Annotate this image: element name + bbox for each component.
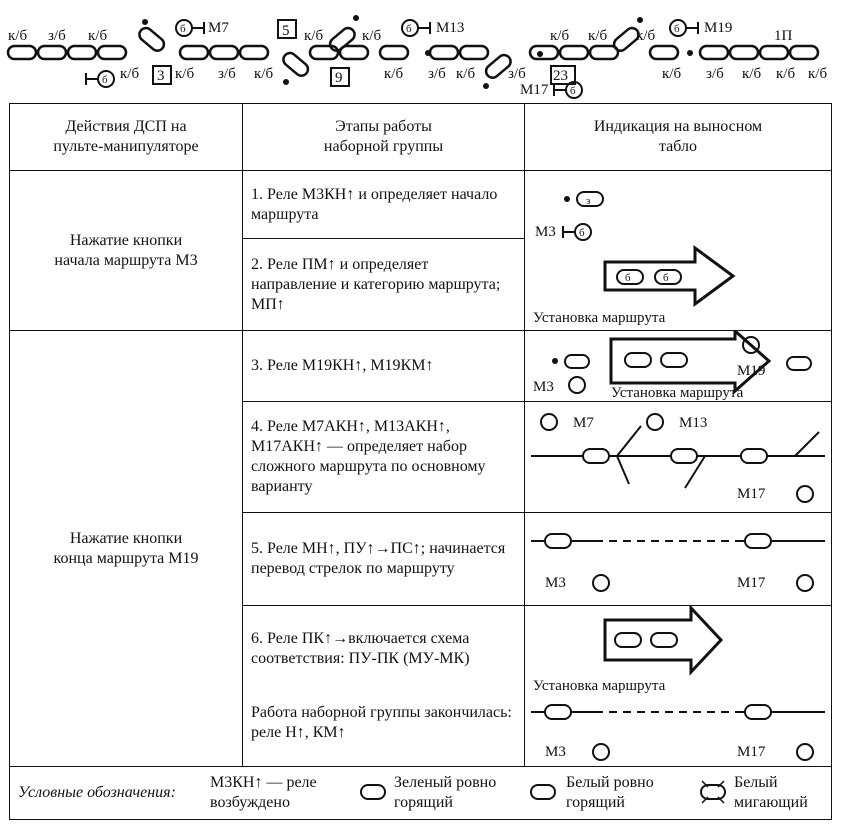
bottom-label: к/б <box>254 66 273 82</box>
header-stages: Этапы работы наборной группы <box>242 103 525 171</box>
bottom-label: з/б <box>508 66 526 82</box>
top-label: к/б <box>88 28 107 44</box>
white-lamp-label: б <box>579 227 585 239</box>
top-label: к/б <box>362 28 381 44</box>
bottom-label: к/б <box>120 66 139 82</box>
green-lamp-label: з <box>586 195 590 207</box>
legend-green-2: горящий <box>394 794 453 811</box>
top-label: з/б <box>48 28 66 44</box>
top-label: к/б <box>636 28 655 44</box>
bottom-label: к/б <box>808 66 827 82</box>
legend-blink-1: Белый <box>734 774 778 791</box>
action-end-text: Нажатие кнопки конца маршрута М19 <box>53 529 199 567</box>
track-scheme: б б б б б к/б з/б к/б М7 5 к/б к/б М13 к/б к… <box>6 15 827 99</box>
legend-green-1: Зеленый ровно <box>394 774 497 791</box>
bottom-label: з/б <box>428 66 446 82</box>
svg-text:б: б <box>674 23 680 35</box>
bottom-label: к/б <box>456 66 475 82</box>
legend-relay-2: возбуждено <box>210 794 290 811</box>
signal-label-m7: М7 <box>573 415 594 431</box>
stage-4: 4. Реле М7АКН↑, М13АКН↑, М17АКН↑ — опред… <box>242 401 525 513</box>
top-label: к/б <box>588 28 607 44</box>
switch-number: 5 <box>282 23 290 39</box>
legend-white-1: Белый ровно <box>566 774 654 791</box>
svg-text:б: б <box>180 23 186 35</box>
bottom-label: к/б <box>776 66 795 82</box>
stage-6: 6. Реле ПК↑→включается схема соответстви… <box>242 605 525 767</box>
indication-stage-5: М3 М17 <box>524 512 832 606</box>
header-indication: Индикация на выносном табло <box>524 103 832 171</box>
action-start-text: Нажатие кнопки начала маршрута М3 <box>54 231 198 269</box>
indication-stage-6: Установка маршрута М3 М17 <box>524 605 832 767</box>
signal-label-m17: М17 <box>737 575 766 591</box>
route-table: Действия ДСП на пульте-манипуляторе Этап… <box>9 103 832 820</box>
blinking-lamp-icon <box>700 780 726 804</box>
legend: Условные обозначения: М3КН↑ — реле возбу… <box>9 766 832 820</box>
bottom-label: з/б <box>218 66 236 82</box>
svg-text:б: б <box>102 74 108 86</box>
signal-label-m17: М17 <box>737 744 766 760</box>
indication-stage-4: М7 М13 М17 <box>524 401 832 513</box>
signal-label-m19: М19 <box>737 363 765 379</box>
svg-text:б: б <box>570 85 576 97</box>
top-label: к/б <box>304 28 323 44</box>
legend-relay-1: М3КН↑ — реле <box>210 774 317 791</box>
bottom-label: к/б <box>662 66 681 82</box>
signal-label-m3: М3 <box>535 224 556 240</box>
track-label-1p: 1П <box>774 28 793 44</box>
stage-5: 5. Реле МН↑, ПУ↑→ПС↑; начинается перевод… <box>242 512 525 606</box>
signal-label-m3: М3 <box>545 575 566 591</box>
signal-label-m17: М17 <box>737 486 766 502</box>
stage-2: 2. Реле ПМ↑ и определяет направление и к… <box>242 238 525 331</box>
signal-label-m7: М7 <box>208 20 229 36</box>
indication-start: з М3 б б б Установка маршрута <box>524 170 832 331</box>
route-setup-label: Установка маршрута <box>611 385 744 401</box>
svg-text:б: б <box>663 272 669 284</box>
stage-3: 3. Реле М19КН↑, М19КМ↑ <box>242 330 525 402</box>
top-label: к/б <box>8 28 27 44</box>
switch-number: 9 <box>335 70 343 86</box>
bottom-label: к/б <box>384 66 403 82</box>
legend-title: Условные обозначения: <box>18 784 176 801</box>
signal-label-m19: М19 <box>704 20 732 36</box>
legend-blink-2: мигающий <box>734 794 808 811</box>
stage-6-finish: Работа наборной группы закончилась: реле… <box>251 704 512 741</box>
top-label: к/б <box>550 28 569 44</box>
switch-number: 23 <box>553 68 568 84</box>
bottom-label: к/б <box>175 66 194 82</box>
bottom-label: к/б <box>742 66 761 82</box>
action-start: Нажатие кнопки начала маршрута М3 <box>9 170 243 331</box>
white-lamp-icon <box>530 784 556 800</box>
legend-white-2: горящий <box>566 794 625 811</box>
signal-label-m3: М3 <box>545 744 566 760</box>
signal-label-m17: М17 <box>520 82 549 98</box>
switch-number: 3 <box>157 68 165 84</box>
indication-stage-3: М3 М19 Установка маршрута <box>524 330 832 402</box>
stage-6-text: 6. Реле ПК↑→включается схема соответстви… <box>251 630 470 667</box>
svg-text:б: б <box>406 23 412 35</box>
legend-title-text: Условные обозначения <box>18 784 171 801</box>
route-setup-label: Установка маршрута <box>533 678 666 694</box>
bottom-label: з/б <box>706 66 724 82</box>
signal-label-m13: М13 <box>679 415 707 431</box>
svg-text:б: б <box>625 272 631 284</box>
stage-1: 1. Реле М3КН↑ и определяет начало маршру… <box>242 170 525 239</box>
action-end: Нажатие кнопки конца маршрута М19 <box>9 330 243 767</box>
green-lamp-icon <box>360 784 386 800</box>
route-setup-label: Установка маршрута <box>533 310 666 326</box>
signal-label-m13: М13 <box>436 20 464 36</box>
signal-label-m3: М3 <box>533 379 554 395</box>
header-actions: Действия ДСП на пульте-манипуляторе <box>9 103 243 171</box>
